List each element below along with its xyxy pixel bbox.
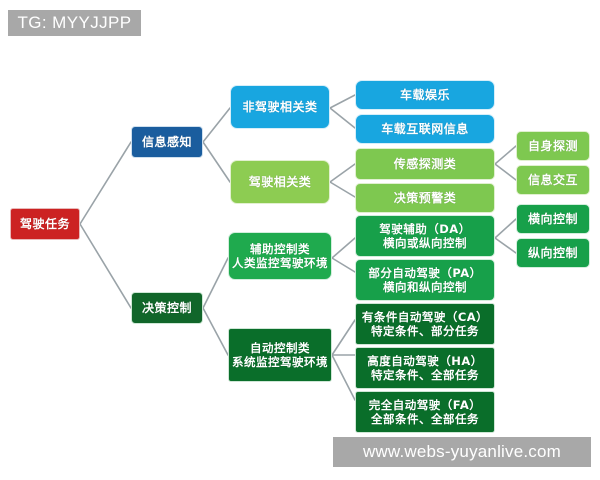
node-non-driving[interactable]: 非驾驶相关类 bbox=[230, 85, 330, 129]
node-ha-line2: 特定条件、全部任务 bbox=[371, 368, 479, 382]
node-root[interactable]: 驾驶任务 bbox=[10, 208, 80, 240]
node-self-detect[interactable]: 自身探测 bbox=[516, 131, 590, 161]
node-warning[interactable]: 决策预警类 bbox=[355, 183, 495, 213]
node-ha-line1: 高度自动驾驶（HA） bbox=[367, 353, 483, 368]
node-info-exchange-label: 信息交互 bbox=[527, 172, 578, 187]
node-auto-control[interactable]: 自动控制类 系统监控驾驶环境 bbox=[228, 328, 332, 382]
node-fa-line2: 全部条件、全部任务 bbox=[371, 412, 479, 426]
watermark-label: www.webs-yuyanlive.com bbox=[362, 442, 562, 461]
node-longitudinal-label: 纵向控制 bbox=[527, 245, 578, 260]
node-assist-control-line2: 人类监控驾驶环境 bbox=[232, 256, 328, 270]
node-assist-control[interactable]: 辅助控制类 人类监控驾驶环境 bbox=[228, 232, 332, 280]
node-self-detect-label: 自身探测 bbox=[527, 138, 578, 153]
node-non-driving-label: 非驾驶相关类 bbox=[242, 99, 318, 114]
node-ca-line1: 有条件自动驾驶（CA） bbox=[361, 309, 489, 324]
node-fa-line1: 完全自动驾驶（FA） bbox=[368, 397, 482, 412]
node-da-line2: 横向或纵向控制 bbox=[383, 236, 467, 250]
tag-overlay: TG: MYYJJPP bbox=[8, 10, 141, 36]
node-internet-info[interactable]: 车载互联网信息 bbox=[355, 114, 495, 144]
node-warning-label: 决策预警类 bbox=[393, 190, 457, 205]
tag-overlay-label: TG: MYYJJPP bbox=[17, 13, 132, 32]
node-assist-control-line1: 辅助控制类 bbox=[250, 241, 310, 256]
node-decision[interactable]: 决策控制 bbox=[131, 292, 203, 324]
node-fa[interactable]: 完全自动驾驶（FA） 全部条件、全部任务 bbox=[355, 391, 495, 433]
node-auto-control-line2: 系统监控驾驶环境 bbox=[232, 355, 328, 369]
node-ha[interactable]: 高度自动驾驶（HA） 特定条件、全部任务 bbox=[355, 347, 495, 389]
node-lateral-label: 横向控制 bbox=[527, 211, 578, 226]
node-da[interactable]: 驾驶辅助（DA） 横向或纵向控制 bbox=[355, 215, 495, 257]
node-perception-label: 信息感知 bbox=[141, 134, 192, 149]
node-sensing[interactable]: 传感探测类 bbox=[355, 148, 495, 180]
node-pa-line2: 横向和纵向控制 bbox=[383, 280, 467, 294]
node-root-label: 驾驶任务 bbox=[19, 216, 70, 231]
node-pa-line1: 部分自动驾驶（PA） bbox=[368, 265, 482, 280]
node-driving[interactable]: 驾驶相关类 bbox=[230, 160, 330, 204]
node-infotainment[interactable]: 车载娱乐 bbox=[355, 80, 495, 110]
node-ca-line2: 特定条件、部分任务 bbox=[371, 324, 479, 338]
node-pa[interactable]: 部分自动驾驶（PA） 横向和纵向控制 bbox=[355, 259, 495, 301]
node-sensing-label: 传感探测类 bbox=[393, 156, 457, 171]
node-decision-label: 决策控制 bbox=[141, 300, 192, 315]
node-ca[interactable]: 有条件自动驾驶（CA） 特定条件、部分任务 bbox=[355, 303, 495, 345]
node-auto-control-line1: 自动控制类 bbox=[250, 340, 310, 355]
node-infotainment-label: 车载娱乐 bbox=[399, 87, 450, 102]
watermark-overlay: www.webs-yuyanlive.com bbox=[333, 437, 591, 467]
node-driving-label: 驾驶相关类 bbox=[248, 174, 312, 189]
node-longitudinal[interactable]: 纵向控制 bbox=[516, 238, 590, 268]
node-internet-info-label: 车载互联网信息 bbox=[381, 121, 469, 136]
node-perception[interactable]: 信息感知 bbox=[131, 126, 203, 158]
node-lateral[interactable]: 横向控制 bbox=[516, 204, 590, 234]
node-da-line1: 驾驶辅助（DA） bbox=[379, 221, 471, 236]
node-info-exchange[interactable]: 信息交互 bbox=[516, 165, 590, 195]
